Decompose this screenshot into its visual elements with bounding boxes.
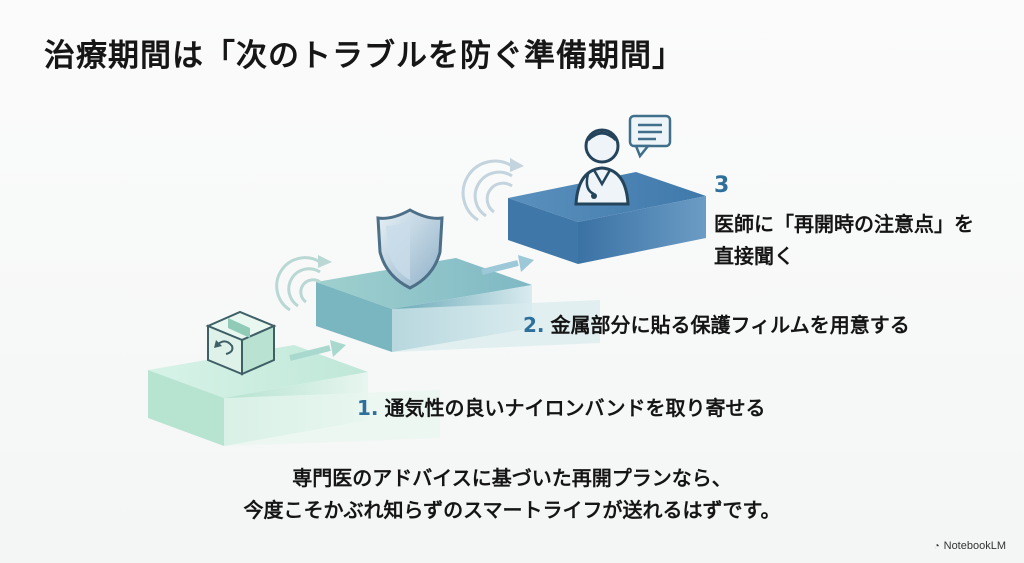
step-1-block	[148, 345, 440, 446]
step-3-number: 3	[714, 173, 730, 198]
box-return-icon	[205, 310, 277, 376]
step-2-number: 2.	[523, 313, 545, 337]
step-2-text: 金属部分に貼る保護フィルムを用意する	[550, 313, 910, 337]
arrow-step-1-to-2	[289, 340, 346, 361]
chat-bubble-icon	[628, 114, 672, 159]
page-title: 治療期間は「次のトラブルを防ぐ準備期間」	[44, 38, 684, 74]
doctor-icon	[574, 128, 630, 206]
step-2-label: 2.金属部分に貼る保護フィルムを用意する	[523, 309, 910, 338]
motion-arcs-left	[275, 255, 332, 312]
shield-icon	[376, 208, 444, 290]
step-3-text-line-1: 医師に「再開時の注意点」を	[714, 212, 974, 236]
notebooklm-logo-icon: ◔	[933, 541, 940, 552]
step-1-number: 1.	[357, 396, 379, 420]
conclusion-line-1: 専門医のアドバイスに基づいた再開プランなら、	[292, 466, 732, 490]
arrow-step-2-to-3	[481, 255, 534, 275]
brand-badge: ◔NotebookLM	[934, 540, 1006, 552]
step-3-text-line-2: 直接聞く	[714, 244, 794, 268]
motion-arcs-right	[461, 158, 524, 222]
step-1-text: 通気性の良いナイロンバンドを取り寄せる	[384, 396, 766, 420]
brand-name: NotebookLM	[943, 540, 1006, 552]
conclusion-line-2: 今度こそかぶれ知らずのスマートライフが送れるはずです。	[243, 498, 781, 522]
step-2-block	[316, 258, 600, 352]
step-1-label: 1.通気性の良いナイロンバンドを取り寄せる	[357, 392, 766, 421]
